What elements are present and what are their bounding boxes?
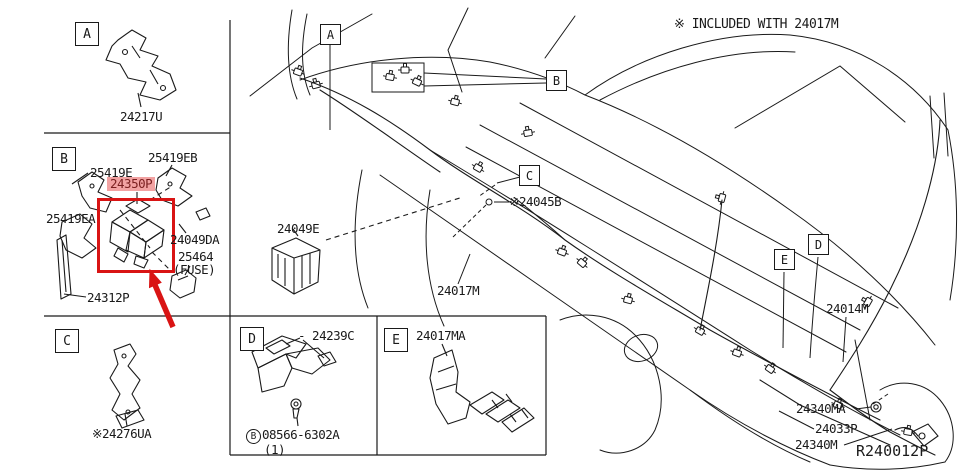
vehicle-body-outline (250, 8, 957, 469)
panel-c-letter: C (55, 329, 79, 353)
callout-d: D (808, 234, 829, 255)
leader-lines (330, 45, 892, 445)
callout-b-text: B (552, 73, 561, 88)
label-24049da: 24049DA (170, 232, 220, 247)
bolt-circle-b: B (246, 429, 261, 444)
panel-e-letter-text: E (392, 332, 400, 348)
callout-a: A (320, 24, 341, 45)
panel-d-letter: D (240, 327, 264, 351)
panel-a-letter-text: A (83, 26, 91, 42)
label-24049e: 24049E (277, 221, 320, 236)
callout-d-text: D (814, 237, 823, 252)
label-24312p: 24312P (87, 290, 130, 305)
callout-c-text: C (525, 168, 534, 183)
part-24049e-sketch (272, 197, 463, 294)
callout-c: C (519, 165, 540, 186)
label-24276ua: ※24276UA (92, 426, 152, 441)
part-b-group-sketch (57, 165, 210, 299)
panel-borders (44, 20, 546, 455)
highlight-red-box (97, 198, 175, 273)
label-bolt-qty: (1) (264, 442, 286, 457)
label-24350p-highlighted: 24350P (107, 177, 156, 191)
label-bolt-number: 08566-6302A (262, 427, 340, 442)
label-24340m: 24340M (795, 437, 838, 452)
label-24033p: 24033P (815, 421, 858, 436)
label-25419eb: 25419EB (148, 150, 198, 165)
part-24217u-sketch (106, 30, 176, 107)
label-24045b: ※24045B (509, 194, 562, 209)
panel-e-letter: E (384, 328, 408, 352)
label-24217u: 24217U (120, 109, 163, 124)
callout-e: E (774, 249, 795, 270)
part-24017ma-sketch (430, 344, 534, 432)
panel-d-letter-text: D (248, 331, 256, 347)
part-24276ua-sketch (110, 344, 144, 428)
label-24340ma: 24340MA (796, 401, 846, 416)
label-24014m: 24014M (826, 301, 869, 316)
label-25464: 25464 (178, 249, 214, 264)
drawing-reference: R240012P (856, 442, 929, 460)
label-24239c: - 24239C (298, 328, 355, 343)
callout-b: B (546, 70, 567, 91)
panel-b-letter-text: B (60, 151, 68, 167)
bolt-circle-b-text: B (250, 431, 257, 442)
label-24017ma: 24017MA (416, 328, 466, 343)
harness-lines (300, 78, 940, 455)
callout-a-text: A (326, 27, 335, 42)
panel-b-letter: B (52, 147, 76, 171)
included-note: ※ INCLUDED WITH 24017M (674, 17, 839, 32)
label-25419ea: 25419EA (46, 211, 96, 226)
panel-c-letter-text: C (63, 333, 71, 349)
label-25419e: 25419E (90, 165, 133, 180)
highlight-arrow (150, 270, 174, 327)
callout-e-text: E (780, 252, 789, 267)
label-fuse: (FUSE) (173, 262, 216, 277)
panel-a-letter: A (75, 22, 99, 46)
part-24239c-sketch (252, 336, 336, 426)
label-24017m: 24017M (437, 283, 480, 298)
